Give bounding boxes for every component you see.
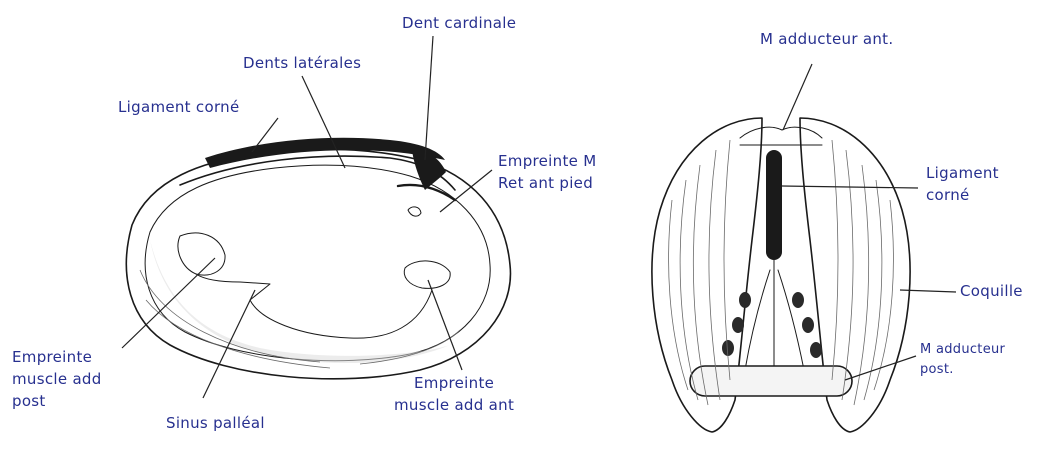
left-shell-pallial-line — [196, 274, 432, 338]
right-shell-dorsal-view — [652, 118, 910, 432]
label-m-adducteur-post: M adducteur post. — [920, 340, 1005, 380]
label-line: post — [12, 390, 102, 412]
left-shell-anterior-scar — [404, 261, 450, 288]
label-line: muscle add — [12, 368, 102, 390]
label-line: Ligament — [926, 162, 999, 184]
label-line: M adducteur — [920, 340, 1005, 360]
label-empreinte-ret-ant-pied: Empreinte M Ret ant pied — [498, 150, 596, 194]
left-shell-shading — [150, 240, 450, 363]
left-shell-pedal-scar — [408, 207, 421, 216]
label-line: muscle add ant — [394, 394, 514, 416]
label-line: Ret ant pied — [498, 172, 596, 194]
label-dents-laterales: Dents latérales — [243, 52, 361, 74]
right-view-posterior-adductor — [690, 366, 852, 396]
label-m-adducteur-ant: M adducteur ant. — [760, 28, 893, 50]
label-dent-cardinale: Dent cardinale — [402, 12, 516, 34]
left-shell-interior-view — [126, 138, 510, 379]
label-sinus-palleal: Sinus palléal — [166, 412, 265, 434]
label-line: Empreinte — [394, 372, 514, 394]
right-view-muscle-spots — [722, 292, 822, 358]
left-shell-hinge-band — [205, 138, 445, 168]
label-ligament-corne-right: Ligament corné — [926, 162, 999, 206]
left-view-leader-lines — [122, 36, 492, 398]
label-line: Empreinte — [12, 346, 102, 368]
label-line: Empreinte M — [498, 150, 596, 172]
label-ligament-corne-left: Ligament corné — [118, 96, 240, 118]
label-empreinte-muscle-add-ant: Empreinte muscle add ant — [394, 372, 514, 416]
left-shell-posterior-scar — [178, 233, 225, 275]
right-view-ligament — [766, 150, 782, 260]
label-empreinte-muscle-add-post: Empreinte muscle add post — [12, 346, 102, 412]
label-coquille: Coquille — [960, 280, 1023, 302]
label-line: post. — [920, 360, 1005, 380]
label-line: corné — [926, 184, 999, 206]
